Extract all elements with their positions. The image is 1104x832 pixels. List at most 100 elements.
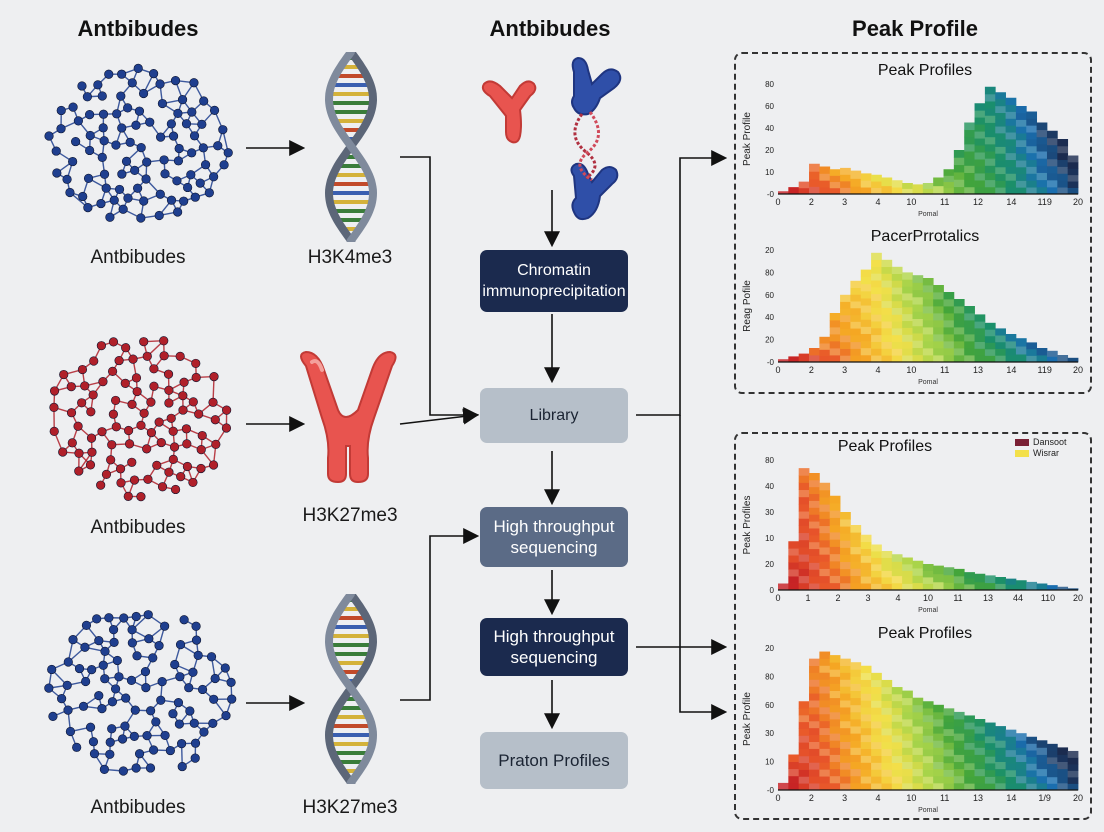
x-tick-label: 119: [1037, 197, 1051, 207]
histogram-bar: [1005, 334, 1017, 363]
x-tick-label: 3: [842, 197, 847, 207]
y-tick-label: 30: [765, 729, 774, 738]
histogram-bar: [984, 322, 996, 363]
y-tick-label: 10: [765, 534, 774, 543]
x-tick-label: 2: [809, 197, 814, 207]
histogram-bar: [1026, 342, 1038, 363]
histogram-bar: [850, 280, 862, 363]
histogram-bar: [1067, 155, 1079, 195]
histogram-bar: [871, 544, 882, 591]
histogram-bar: [860, 173, 872, 195]
y-tick-label: 40: [765, 313, 774, 322]
x-tick-label: 3: [865, 593, 870, 603]
molecule-network-icon: [44, 610, 237, 776]
middle-column-title: Antbibudes: [489, 16, 611, 41]
x-axis-label: Pomal: [918, 379, 938, 386]
histogram-bar: [1015, 580, 1027, 591]
y-tick-label: 60: [765, 102, 774, 111]
histogram-bar: [1036, 583, 1048, 591]
histogram-bar: [995, 328, 1006, 363]
histogram-bar: [953, 568, 965, 591]
y-axis-label: Peak Profile: [742, 692, 753, 746]
x-tick-label: 4: [875, 197, 880, 207]
histogram-bar: [778, 359, 789, 363]
y-tick-label: 80: [765, 672, 774, 681]
histogram-bar: [778, 782, 789, 791]
histogram-bar: [912, 184, 924, 195]
histogram-bar: [1026, 111, 1038, 195]
x-tick-label: 13: [983, 593, 993, 603]
histogram-bar: [860, 534, 872, 591]
histogram-bar: [829, 313, 841, 363]
histone-mark-label: H3K27me3: [302, 505, 398, 526]
x-tick-label: 2: [809, 793, 814, 803]
histogram-bar: [850, 662, 862, 791]
x-axis-label: Pomal: [918, 211, 938, 218]
y-axis-label: Reag Pofile: [742, 280, 753, 332]
histogram-bar: [1015, 338, 1027, 363]
x-tick-label: 4: [875, 365, 880, 375]
chart-title: PacerPrrotalics: [870, 228, 980, 245]
histogram-bar: [1067, 357, 1079, 363]
histogram-bar: [788, 356, 800, 363]
histogram-bar: [809, 658, 820, 791]
y-tick-label: 40: [765, 482, 774, 491]
histogram-bar: [964, 572, 975, 591]
x-tick-label: 14: [1006, 793, 1016, 803]
histogram-bar: [912, 275, 924, 363]
histogram-bar: [974, 573, 986, 591]
x-tick-label: 3: [842, 365, 847, 375]
histogram-bar: [809, 163, 820, 195]
x-tick-label: 11: [940, 197, 949, 207]
x-tick-label: 110: [1041, 593, 1055, 603]
x-axis-label: Pomal: [918, 607, 938, 614]
x-tick-label: 20: [1073, 365, 1083, 375]
histogram-bar: [850, 525, 862, 591]
y-tick-label: -0: [767, 358, 775, 367]
dna-icon: [324, 594, 378, 784]
histogram-bar: [1057, 355, 1069, 363]
histogram-bar: [891, 687, 903, 791]
histone-mark-label: H3K27me3: [302, 797, 398, 818]
histogram-bar: [809, 473, 820, 591]
histogram-bar: [974, 719, 986, 791]
histogram-bar: [912, 560, 924, 591]
profiles-step-box: Praton Profiles: [480, 732, 628, 789]
chart-title: Peak Profiles: [837, 438, 933, 455]
histogram-bar: [881, 259, 893, 363]
library-step-box: Library: [480, 388, 628, 443]
histogram-bar: [819, 651, 831, 791]
histogram-bar: [1046, 585, 1058, 591]
legend-label: Wisrar: [1033, 448, 1059, 458]
histogram-bar: [871, 252, 882, 363]
molecule-network-icon: [49, 336, 232, 502]
x-tick-label: 12: [973, 197, 983, 207]
histogram-bar: [881, 177, 893, 195]
histogram-bar: [984, 86, 996, 195]
histogram-bar: [881, 679, 893, 791]
network-label: Antbibudes: [90, 797, 186, 818]
x-tick-label: 44: [1013, 593, 1023, 603]
histogram-bar: [922, 183, 934, 195]
histogram-bar: [1036, 122, 1048, 195]
y-tick-label: 10: [765, 168, 774, 177]
histogram-bar: [1046, 743, 1058, 791]
histogram-bar: [819, 482, 831, 591]
histogram-bar: [1036, 740, 1048, 791]
right-column-title: Peak Profile: [852, 16, 978, 41]
histogram-bar: [902, 272, 913, 363]
left-column-title: Antbibudes: [77, 16, 199, 41]
y-tick-label: 80: [765, 456, 774, 465]
histogram-bar: [953, 299, 965, 363]
x-tick-label: 1/9: [1038, 793, 1051, 803]
histogram-bar: [840, 512, 851, 591]
y-tick-label: 20: [765, 560, 774, 569]
x-tick-label: 0: [775, 365, 780, 375]
histogram-bar: [788, 754, 800, 791]
chart-title: Peak Profiles: [877, 625, 973, 642]
sequencing-step-box: High throughput sequencing: [480, 618, 628, 676]
histogram-bar: [902, 690, 913, 791]
histogram-bar: [933, 704, 944, 791]
